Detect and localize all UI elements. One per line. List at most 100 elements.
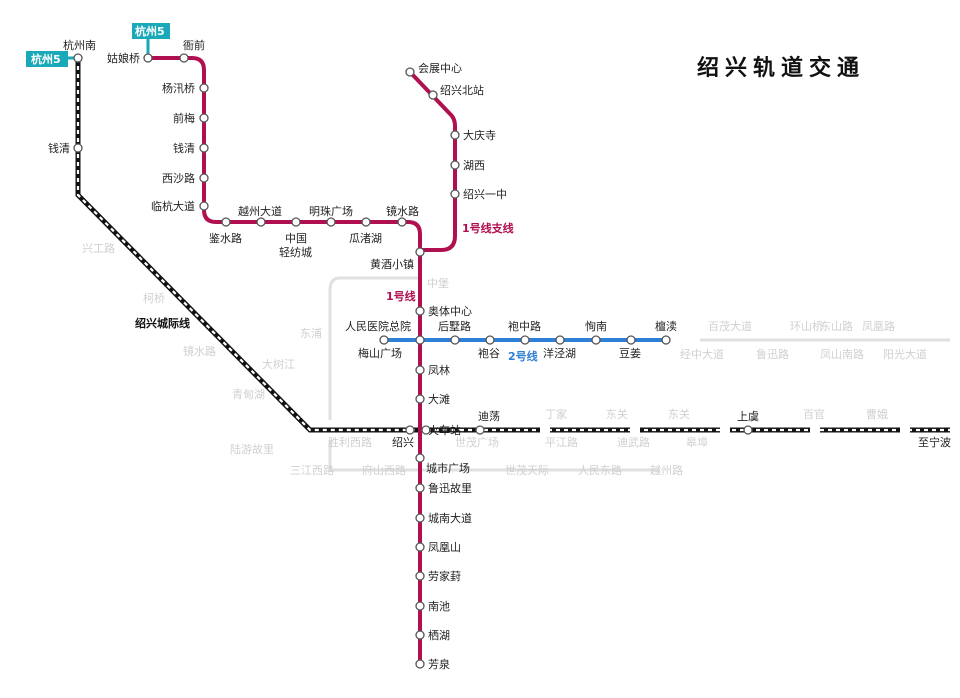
planned-label: 世茂广场 [455, 435, 499, 449]
station-marker[interactable] [221, 217, 231, 227]
station-label: 火车站 [428, 423, 461, 437]
station-marker[interactable] [291, 217, 301, 227]
planned-label: 迪武路 [617, 436, 650, 449]
station-label: 瓜渚湖 [349, 232, 382, 245]
station-marker[interactable] [179, 53, 189, 63]
station-label: 杨汛桥 [162, 81, 195, 95]
station-marker[interactable] [199, 201, 209, 211]
station-label: 栖湖 [428, 628, 450, 642]
station-marker[interactable] [199, 83, 209, 93]
station-label: 黄酒小镇 [370, 257, 414, 271]
station-marker[interactable] [415, 453, 425, 463]
station-marker[interactable] [199, 143, 209, 153]
station-marker[interactable] [405, 67, 415, 77]
planned-label: 东山路 [820, 320, 853, 333]
station-label: 钱清 [173, 141, 195, 155]
station-label: 大庆寺 [463, 128, 496, 142]
station-label: 西沙路 [162, 172, 195, 185]
planned-label: 越州路 [650, 463, 683, 477]
planned-label: 世茂天际 [505, 463, 549, 477]
station-marker[interactable] [415, 365, 425, 375]
line-1-label: 1号线 [386, 289, 416, 303]
station-marker[interactable] [428, 90, 438, 100]
station-marker[interactable] [415, 306, 425, 316]
station-label: 豆姜 [619, 346, 641, 360]
station-marker[interactable] [626, 335, 636, 345]
station-marker[interactable] [415, 542, 425, 552]
planned-label: 鲁迅路 [756, 347, 789, 361]
station-marker[interactable] [743, 425, 753, 435]
station-label: 城市广场 [426, 461, 470, 475]
station-label: 明珠广场 [309, 204, 353, 218]
station-marker[interactable] [421, 425, 431, 435]
station-marker[interactable] [485, 335, 495, 345]
station-marker[interactable] [397, 217, 407, 227]
station-label: 钱清 [48, 141, 70, 155]
station-marker[interactable] [591, 335, 601, 345]
station-marker[interactable] [73, 143, 83, 153]
station-marker[interactable] [415, 601, 425, 611]
station-marker[interactable] [450, 189, 460, 199]
station-marker[interactable] [450, 160, 460, 170]
station-marker[interactable] [415, 335, 425, 345]
station-label: 大滩 [428, 392, 450, 406]
station-marker[interactable] [143, 53, 153, 63]
planned-label: 百官 [803, 407, 825, 421]
station-marker[interactable] [415, 513, 425, 523]
station-marker[interactable] [450, 335, 460, 345]
station-labels: 杭州南 钱清 姑娘桥 衙前 杨汛桥 前梅 钱清 西沙路 临杭大道 鉴水路 越州大… [48, 38, 951, 671]
station-marker[interactable] [415, 394, 425, 404]
station-label: 绍兴北站 [440, 83, 484, 97]
planned-label: 平江路 [545, 436, 578, 449]
station-marker[interactable] [475, 425, 485, 435]
line-1-branch-label: 1号线支线 [462, 221, 514, 235]
station-label: 前梅 [173, 111, 195, 125]
planned-label: 皋埠 [686, 435, 708, 449]
station-label: 凤林 [428, 363, 450, 377]
planned-station-labels: 兴工路 柯桥 镜水路 东浦 大树江 青甸湖 陆游故里 三江西路 府山西路 胜利西… [82, 242, 927, 477]
station-marker[interactable] [361, 217, 371, 227]
station-marker[interactable] [326, 217, 336, 227]
planned-label: 府山西路 [362, 463, 406, 477]
station-marker[interactable] [199, 113, 209, 123]
station-marker[interactable] [520, 335, 530, 345]
hangzhou5-tag-north: 杭州5 [132, 23, 170, 39]
station-marker[interactable] [661, 335, 671, 345]
planned-label: 凤凰路 [862, 320, 895, 333]
station-label: 轻纺城 [279, 245, 312, 259]
planned-label: 三江西路 [290, 464, 334, 477]
station-marker[interactable] [450, 130, 460, 140]
station-label: 凤凰山 [428, 541, 461, 554]
station-label: 杭州南 [63, 38, 96, 52]
station-label: 绍兴 [392, 435, 414, 449]
station-marker[interactable] [415, 483, 425, 493]
planned-label: 镜水路 [183, 344, 216, 358]
station-marker[interactable] [415, 659, 425, 669]
intercity-rail [75, 58, 950, 433]
planned-label: 东关 [606, 407, 628, 421]
station-marker[interactable] [415, 247, 425, 257]
station-label: 袍谷 [478, 346, 500, 360]
planned-label: 百茂大道 [708, 319, 752, 333]
stations [73, 53, 753, 669]
planned-label: 经中大道 [680, 347, 724, 361]
station-marker[interactable] [405, 425, 415, 435]
planned-lines [328, 276, 950, 472]
station-label: 恂南 [585, 319, 607, 333]
station-label: 镜水路 [386, 204, 419, 218]
station-label: 绍兴一中 [463, 187, 507, 201]
line-2-label: 2号线 [508, 349, 538, 363]
station-label: 梅山广场 [358, 346, 402, 360]
station-marker[interactable] [379, 335, 389, 345]
station-marker[interactable] [199, 173, 209, 183]
planned-label: 青甸湖 [232, 388, 265, 401]
planned-label: 陆游故里 [230, 442, 274, 456]
station-marker[interactable] [415, 630, 425, 640]
station-marker[interactable] [256, 217, 266, 227]
station-marker[interactable] [73, 53, 83, 63]
station-label: 至宁波 [918, 435, 951, 449]
station-marker[interactable] [555, 335, 565, 345]
hangzhou5-tag-label: 杭州5 [135, 24, 165, 38]
station-marker[interactable] [415, 571, 425, 581]
